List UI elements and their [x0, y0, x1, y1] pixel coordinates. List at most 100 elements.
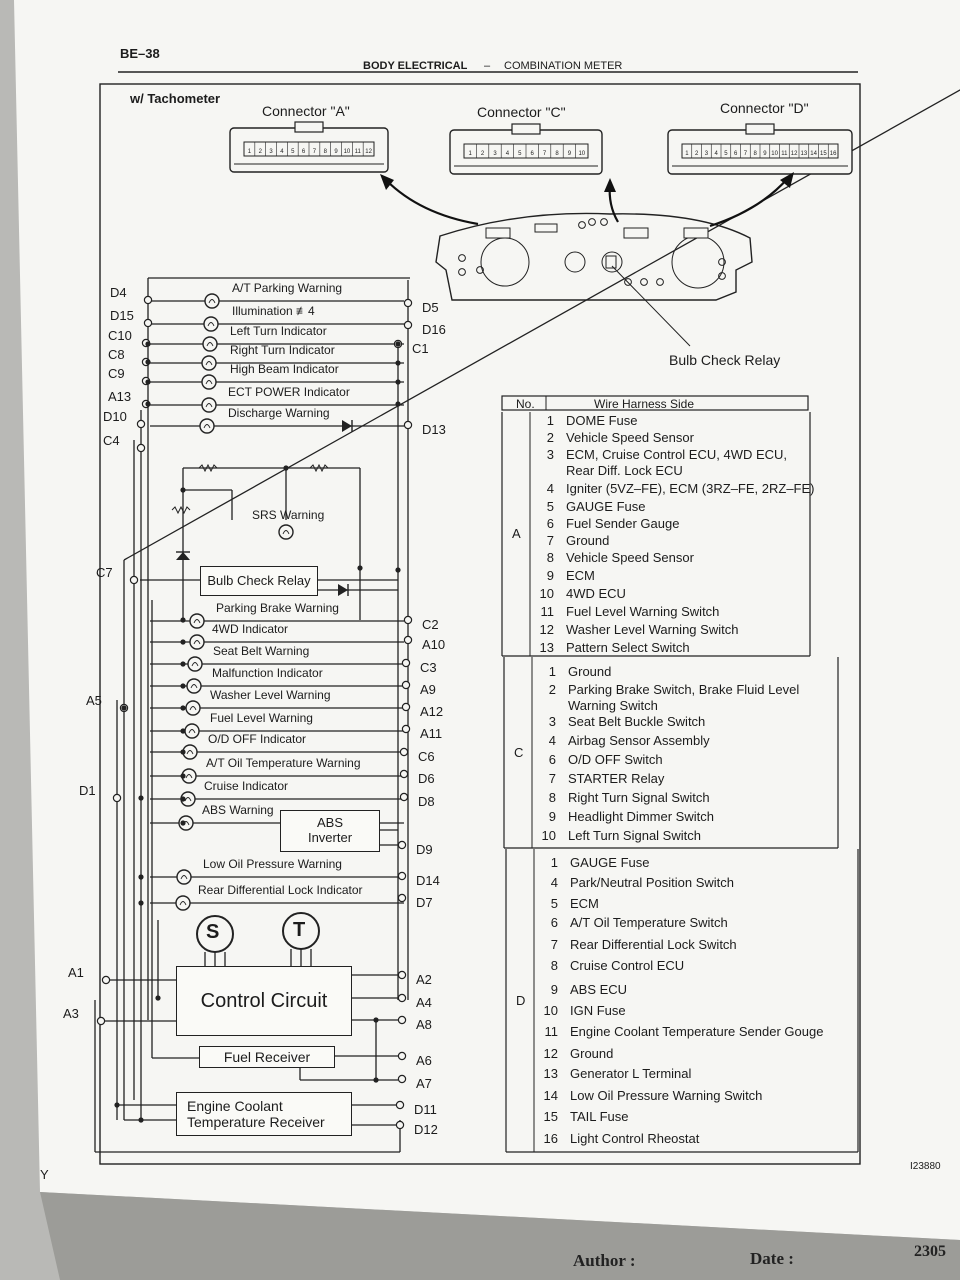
table-row-description: TAIL Fuse [570, 1109, 629, 1124]
table-row-description: GAUGE Fuse [570, 855, 650, 870]
table-row-description: Vehicle Speed Sensor [566, 550, 694, 565]
table-row-description: Ground [568, 664, 612, 679]
svg-text:1: 1 [685, 151, 689, 157]
table-row-number: 3 [546, 447, 554, 462]
table-row-number: 12 [539, 622, 554, 637]
right-pin-node [403, 420, 413, 430]
combination-meter-outline [380, 172, 794, 347]
table-row-number: 13 [543, 1066, 558, 1081]
table-group-letter: C [514, 744, 524, 760]
table-row: 6 O/D OFF Switch [524, 752, 663, 768]
table-row-description: Fuel Level Warning Switch [566, 604, 720, 619]
left-pin-label: A13 [108, 389, 132, 404]
right-pin-node [403, 298, 413, 308]
svg-text:1: 1 [248, 149, 252, 155]
svg-text:10: 10 [771, 151, 778, 157]
table-row-description: Pattern Select Switch [566, 640, 690, 655]
indicator-bulb-icon [201, 397, 217, 413]
speedometer-icon [196, 915, 234, 953]
left-pin-label: C10 [108, 328, 132, 343]
svg-text:7: 7 [543, 151, 547, 157]
svg-text:3: 3 [269, 149, 273, 155]
indicator-bulb-icon [185, 700, 201, 716]
left-pin-label: C8 [108, 347, 125, 362]
indicator-bulb-icon [184, 723, 200, 739]
indicator-bulb-icon [201, 374, 217, 390]
right-pin-node [397, 970, 407, 980]
table-row-number: 5 [546, 499, 554, 514]
table-row-number: 10 [541, 828, 556, 843]
table-row-number: 7 [548, 771, 556, 786]
right-pin-label: C6 [418, 749, 435, 764]
table-row-description: IGN Fuse [570, 1003, 626, 1018]
svg-text:8: 8 [324, 149, 328, 155]
table-row-description: Seat Belt Buckle Switch [568, 714, 706, 729]
left-pin-node [136, 419, 146, 429]
svg-text:12: 12 [365, 149, 372, 155]
table-group-letter: D [516, 992, 526, 1008]
right-pin-label: D5 [422, 300, 439, 315]
table-row-description: Right Turn Signal Switch [568, 790, 710, 805]
page-code: BE–38 [120, 46, 160, 61]
wire-harness-table-lines [501, 395, 859, 1153]
indicator-label: Washer Level Warning [210, 688, 331, 702]
right-pin-label: C3 [420, 660, 437, 675]
table-row-description: Rear Differential Lock Switch [570, 937, 737, 952]
right-pin-label: D12 [414, 1122, 438, 1137]
indicator-label: Fuel Level Warning [210, 711, 313, 725]
svg-text:10: 10 [578, 151, 585, 157]
indicator-label: Discharge Warning [228, 406, 330, 420]
table-row-number: 1 [548, 664, 556, 679]
right-pin-node [397, 1015, 407, 1025]
table-row-number: 6 [550, 915, 558, 930]
right-pin-label: A9 [420, 682, 436, 697]
table-row-description: ECM, Cruise Control ECU, 4WD ECU, Rear D… [566, 447, 788, 478]
right-pin-label: D7 [416, 895, 433, 910]
right-pin-node [401, 702, 411, 712]
table-row-description: O/D OFF Switch [568, 752, 663, 767]
table-row-description: 4WD ECU [566, 586, 626, 601]
svg-text:3: 3 [493, 151, 497, 157]
table-row-description: Parking Brake Switch, Brake Fluid Level … [568, 682, 800, 713]
svg-text:9: 9 [568, 151, 572, 157]
right-pin-label: A6 [416, 1053, 432, 1068]
indicator-bulb-icon [178, 815, 194, 831]
table-row-description: Cruise Control ECU [570, 958, 685, 973]
footer-number: 2305 [914, 1243, 946, 1260]
right-pin-node [397, 893, 407, 903]
table-row-number: 6 [548, 752, 556, 767]
table-row-number: 7 [550, 937, 558, 952]
indicator-label: SRS Warning [252, 508, 325, 522]
table-row-description: Vehicle Speed Sensor [566, 430, 694, 445]
indicator-bulb-icon [175, 895, 191, 911]
table-row-number: 10 [543, 1003, 558, 1018]
corner-mark: Y [40, 1167, 49, 1182]
table-row-description: Light Control Rheostat [570, 1131, 700, 1146]
bulb-check-relay-box: Bulb Check Relay [200, 566, 318, 596]
svg-text:15: 15 [820, 151, 827, 157]
table-row-number: 2 [548, 682, 556, 697]
svg-text:1: 1 [469, 151, 473, 157]
indicator-bulb-icon [201, 355, 217, 371]
right-pin-label: A10 [422, 637, 446, 652]
table-row: 13 Generator L Terminal [526, 1066, 692, 1082]
table-row-number: 9 [546, 568, 554, 583]
svg-text:2: 2 [259, 149, 263, 155]
table-row-number: 3 [548, 714, 556, 729]
left-pin-label: C7 [96, 565, 113, 580]
right-pin-node [395, 1120, 405, 1130]
svg-text:6: 6 [531, 151, 535, 157]
table-row-description: Generator L Terminal [570, 1066, 692, 1081]
left-pin-node [96, 1016, 106, 1026]
svg-text:5: 5 [518, 151, 522, 157]
right-pin-label: A7 [416, 1076, 432, 1091]
svg-text:2: 2 [695, 151, 699, 157]
right-pin-node [397, 1051, 407, 1061]
table-header-no: No. [516, 397, 535, 411]
